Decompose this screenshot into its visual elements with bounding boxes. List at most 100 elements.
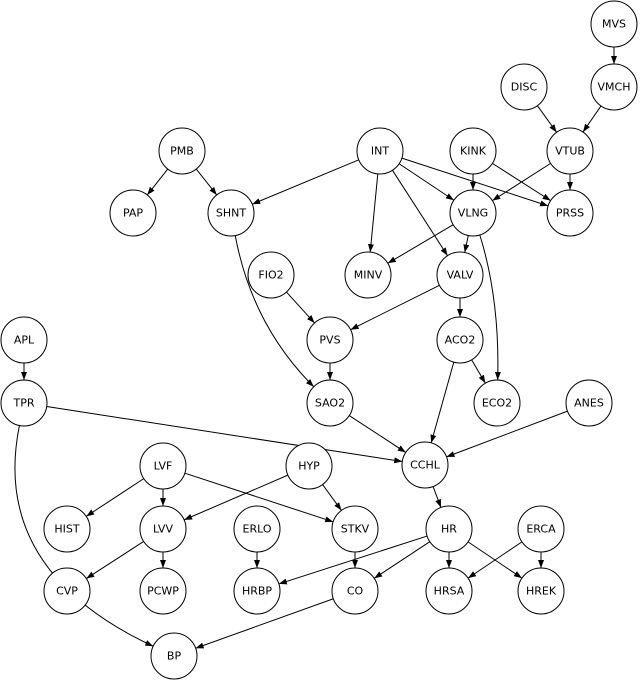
node-hyp: HYP (285, 442, 333, 490)
edge-pmb-to-pap (146, 168, 169, 196)
node-label: TPR (13, 397, 35, 410)
node-circle (436, 251, 484, 299)
edge-vlng-to-minv (387, 224, 454, 264)
node-mvs: MVS (590, 0, 638, 48)
node-aco2: ACO2 (436, 316, 484, 364)
edge-aco2-to-eco2 (471, 359, 486, 384)
node-circle (285, 442, 333, 490)
node-label: PVS (319, 334, 340, 347)
node-circle (546, 189, 594, 237)
node-label: LVF (154, 460, 173, 473)
node-circle (43, 567, 91, 615)
edge-valv-to-pvs (350, 284, 440, 331)
node-label: HRBP (242, 585, 272, 598)
node-label: ERCA (526, 523, 556, 536)
node-label: DISC (511, 81, 538, 94)
node-label: ACO2 (445, 334, 476, 347)
node-circle (517, 505, 565, 553)
node-circle (436, 316, 484, 364)
node-circle (207, 189, 255, 237)
node-disc: DISC (500, 63, 548, 111)
edge-tpr-to-cchl (46, 406, 403, 464)
node-circle (590, 0, 638, 48)
node-circle (425, 567, 473, 615)
node-circle (449, 189, 497, 237)
edge-vlng-to-eco2 (479, 234, 501, 381)
node-fio2: FIO2 (247, 251, 295, 299)
node-circle (233, 505, 281, 553)
edge-lvv-to-cvp (86, 541, 144, 579)
node-pap: PAP (109, 189, 157, 237)
node-label: HYP (298, 460, 320, 473)
edge-sao2-to-cchl (348, 415, 407, 453)
node-circle (139, 505, 187, 553)
node-circle (500, 63, 548, 111)
node-circle (473, 379, 521, 427)
node-label: SHNT (216, 207, 246, 220)
node-label: PAP (123, 207, 143, 220)
node-label: INT (371, 145, 389, 158)
node-label: MINV (354, 269, 383, 282)
node-circle (331, 505, 379, 553)
edge-anes-to-cchl (446, 410, 568, 458)
node-anes: ANES (565, 379, 613, 427)
edge-vlng-to-valv (463, 235, 470, 253)
node-shnt: SHNT (207, 189, 255, 237)
node-valv: VALV (436, 251, 484, 299)
node-label: ERLO (243, 523, 272, 536)
node-hrsa: HRSA (425, 567, 473, 615)
node-label: KINK (460, 145, 487, 158)
node-pmb: PMB (158, 127, 206, 175)
edge-pmb-to-shnt (195, 168, 218, 196)
node-label: HR (441, 523, 457, 536)
node-circle (158, 127, 206, 175)
edge-cchl-to-hr (432, 486, 442, 508)
edge-lvf-to-hist (85, 478, 145, 517)
node-circle (356, 127, 404, 175)
node-circle (139, 567, 187, 615)
node-erca: ERCA (517, 505, 565, 553)
edge-int-to-valv (392, 170, 448, 256)
node-circle (247, 251, 295, 299)
edge-disc-to-vtub (537, 105, 557, 133)
node-vtub: VTUB (546, 127, 594, 175)
node-label: MVS (602, 18, 626, 31)
node-int: INT (356, 127, 404, 175)
node-label: CVP (56, 585, 78, 598)
node-circle (139, 442, 187, 490)
node-label: VTUB (555, 145, 585, 158)
node-pcwp: PCWP (139, 567, 187, 615)
node-label: CCHL (410, 459, 441, 472)
node-lvf: LVF (139, 442, 187, 490)
node-sao2: SAO2 (306, 379, 354, 427)
node-hr: HR (425, 505, 473, 553)
node-cchl: CCHL (401, 441, 449, 489)
node-circle (306, 316, 354, 364)
node-label: VLNG (458, 207, 488, 220)
edge-shnt-to-sao2 (234, 235, 315, 388)
node-circle (0, 379, 48, 427)
node-label: LVV (153, 523, 173, 536)
node-label: APL (14, 334, 35, 347)
node-hist: HIST (43, 505, 91, 553)
node-minv: MINV (344, 251, 392, 299)
node-circle (109, 189, 157, 237)
node-apl: APL (0, 316, 48, 364)
node-eco2: ECO2 (473, 379, 521, 427)
edge-tpr-to-bp (14, 425, 154, 647)
node-lvv: LVV (139, 505, 187, 553)
node-label: SAO2 (315, 397, 345, 410)
node-circle (590, 63, 638, 111)
node-circle (449, 127, 497, 175)
node-circle (306, 379, 354, 427)
node-circle (233, 567, 281, 615)
node-circle (43, 505, 91, 553)
node-erlo: ERLO (233, 505, 281, 553)
node-circle (565, 379, 613, 427)
node-circle (546, 127, 594, 175)
node-label: VALV (447, 269, 474, 282)
node-label: PCWP (147, 585, 179, 598)
node-pvs: PVS (306, 316, 354, 364)
node-label: BP (167, 650, 182, 663)
